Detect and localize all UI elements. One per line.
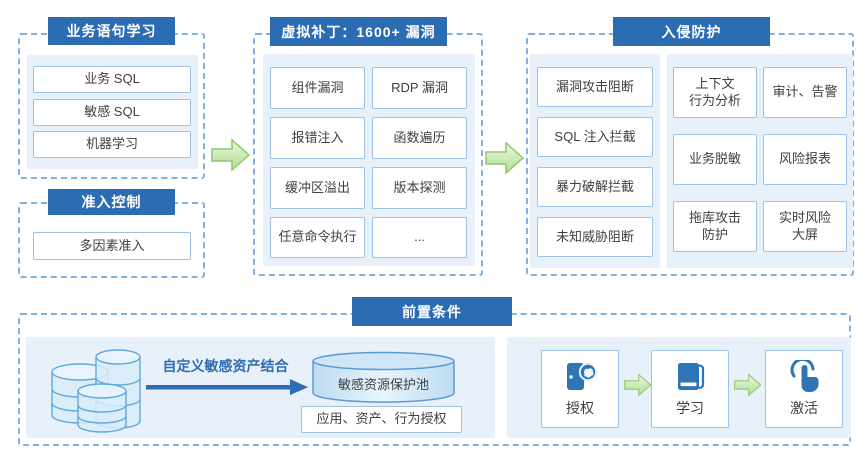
- cell-bruteforce-block: 暴力破解拦截: [537, 167, 653, 207]
- step-authorization: 授权: [541, 350, 619, 428]
- database-cluster-icon: [51, 349, 141, 433]
- step-learning: 学习: [651, 350, 729, 428]
- cell-sql-injection-block: SQL 注入拦截: [537, 117, 653, 157]
- prerequisites-title: 前置条件: [352, 297, 512, 326]
- cell-business-sql: 业务 SQL: [33, 66, 191, 93]
- tap-icon: [790, 360, 819, 392]
- virtual-patch-title: 虚拟补丁：1600+ 漏洞: [270, 17, 447, 46]
- cell-vuln-attack-block: 漏洞攻击阻断: [537, 67, 653, 107]
- flow-arrow-icon: [485, 142, 525, 174]
- pool-cylinder-icon: [312, 351, 455, 403]
- cell-error-injection: 报错注入: [270, 117, 365, 159]
- flow-arrow-icon: [211, 139, 251, 171]
- cell-audit-alert: 审计、告警: [763, 67, 847, 118]
- intrusion-prevention-title: 入侵防护: [613, 17, 770, 46]
- flow-arrow-icon: [734, 373, 762, 397]
- cell-buffer-overflow: 缓冲区溢出: [270, 167, 365, 209]
- step-learning-label: 学习: [676, 400, 704, 416]
- cell-version-detect: 版本探测: [372, 167, 467, 209]
- cell-risk-report: 风险报表: [763, 134, 847, 185]
- cell-machine-learning: 机器学习: [33, 131, 191, 158]
- cell-unknown-threat-block: 未知威胁阻断: [537, 217, 653, 257]
- cell-arbitrary-command: 任意命令执行: [270, 217, 365, 258]
- pool-label: 敏感资源保护池: [337, 377, 429, 392]
- step-authorization-label: 授权: [566, 400, 594, 416]
- cell-rdp-vuln: RDP 漏洞: [372, 67, 467, 109]
- cell-sensitive-sql: 敏感 SQL: [33, 99, 191, 126]
- cell-data-masking: 业务脱敏: [673, 134, 757, 185]
- cell-multifactor-access: 多因素准入: [33, 232, 191, 260]
- statement-learning-title: 业务语句学习: [48, 17, 175, 45]
- cell-dragdb-protect: 拖库攻击 防护: [673, 201, 757, 252]
- right-arrow-icon: [146, 379, 308, 395]
- cell-more: ...: [372, 217, 467, 258]
- flow-arrow-icon: [624, 373, 652, 397]
- cell-realtime-screen: 实时风险 大屏: [763, 201, 847, 252]
- step-activation-label: 激活: [790, 400, 818, 416]
- cell-component-vuln: 组件漏洞: [270, 67, 365, 109]
- authorization-icon: [567, 362, 598, 390]
- step-activation: 激活: [765, 350, 843, 428]
- cell-authorize-scope: 应用、资产、行为授权: [301, 406, 462, 433]
- cell-function-traversal: 函数遍历: [372, 117, 467, 159]
- combine-label: 自定义敏感资产结合: [162, 358, 289, 374]
- book-icon: [678, 363, 705, 390]
- access-control-title: 准入控制: [48, 189, 175, 215]
- cell-context-analysis: 上下文 行为分析: [673, 67, 757, 118]
